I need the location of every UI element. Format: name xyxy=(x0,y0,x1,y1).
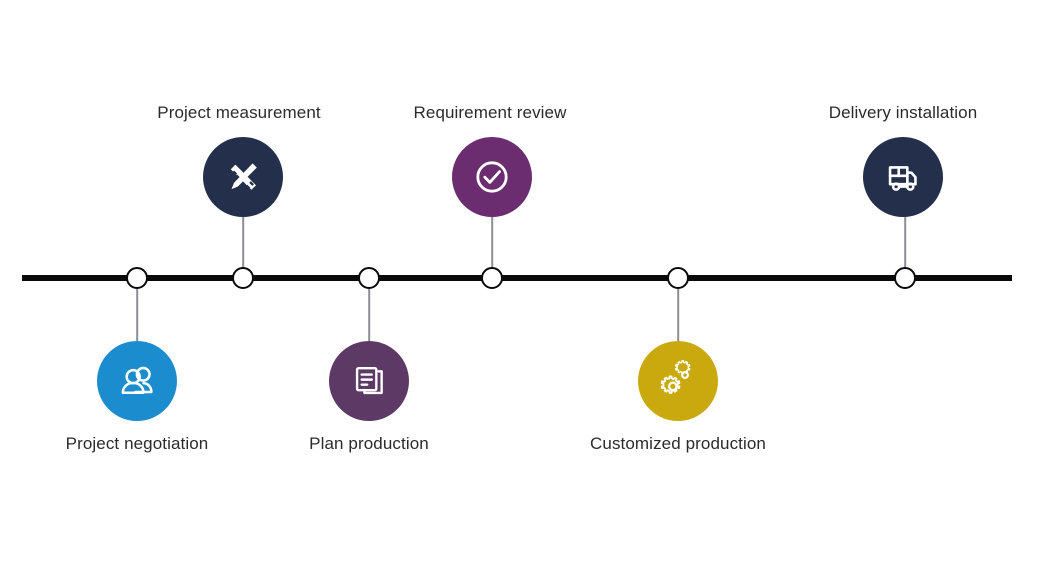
stage-label-customized-production: Customized production xyxy=(590,434,766,453)
stage-icon-plan-production[interactable] xyxy=(329,341,409,421)
stage-icon-project-measurement[interactable] xyxy=(203,137,283,217)
timeline-node-project-measurement[interactable] xyxy=(232,267,254,289)
check-circle-icon xyxy=(468,153,516,201)
timeline-node-customized-production[interactable] xyxy=(667,267,689,289)
gears-icon xyxy=(655,358,701,404)
stage-label-plan-production: Plan production xyxy=(309,434,429,453)
users-icon xyxy=(114,358,160,404)
connector-delivery-installation xyxy=(904,217,906,268)
documents-icon xyxy=(347,359,391,403)
connector-project-measurement xyxy=(242,217,244,268)
stage-label-project-negotiation: Project negotiation xyxy=(65,434,209,453)
stage-label-project-measurement: Project measurement xyxy=(157,103,321,122)
stage-icon-project-negotiation[interactable] xyxy=(97,341,177,421)
timeline-node-project-negotiation[interactable] xyxy=(126,267,148,289)
timeline-node-requirement-review[interactable] xyxy=(481,267,503,289)
timeline-node-plan-production[interactable] xyxy=(358,267,380,289)
truck-icon xyxy=(880,154,926,200)
stage-icon-delivery-installation[interactable] xyxy=(863,137,943,217)
stage-label-delivery-installation: Delivery installation xyxy=(828,103,978,122)
connector-customized-production xyxy=(677,289,679,341)
ruler-pencil-icon xyxy=(219,153,267,201)
connector-requirement-review xyxy=(491,217,493,268)
stage-label-requirement-review: Requirement review xyxy=(413,103,567,122)
timeline-node-delivery-installation[interactable] xyxy=(894,267,916,289)
stage-icon-requirement-review[interactable] xyxy=(452,137,532,217)
connector-plan-production xyxy=(368,289,370,341)
timeline-axis xyxy=(22,275,1012,281)
connector-project-negotiation xyxy=(136,289,138,341)
stage-icon-customized-production[interactable] xyxy=(638,341,718,421)
